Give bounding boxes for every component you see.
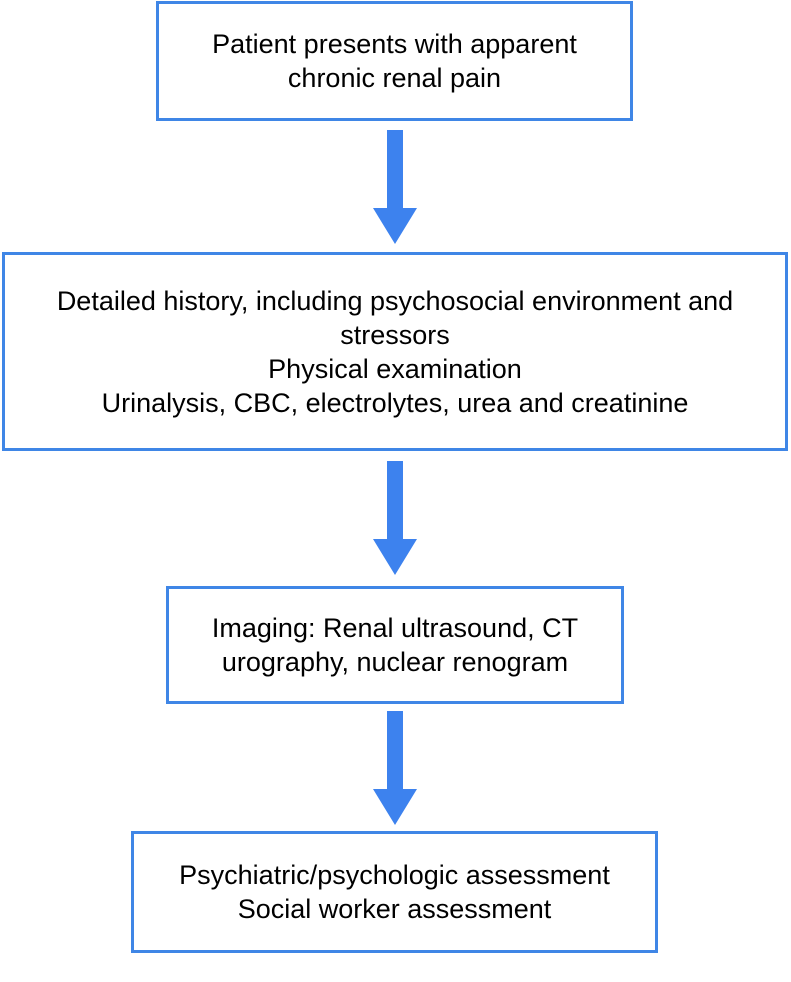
down-arrow-icon — [371, 461, 419, 575]
step-imaging-line-2: urography, nuclear renogram — [221, 647, 569, 677]
step-patient-presentation-box: Patient presents with apparent chronic r… — [156, 1, 633, 121]
step-patient-presentation-line-2: chronic renal pain — [287, 63, 502, 93]
step-imaging-box: Imaging: Renal ultrasound, CT urography,… — [166, 586, 624, 704]
step-imaging-line-1: Imaging: Renal ultrasound, CT — [211, 613, 579, 643]
step-history-line-3: Physical examination — [268, 353, 522, 384]
step-assessment-box: Psychiatric/psychologic assessment Socia… — [131, 831, 658, 953]
step-assessment-line-1: Psychiatric/psychologic assessment — [179, 860, 610, 890]
step-history-line-1: Detailed history, including psychosocial… — [56, 285, 734, 316]
step-assessment-line-2: Social worker assessment — [237, 894, 552, 924]
step-history-line-4: Urinalysis, CBC, electrolytes, urea and … — [101, 387, 689, 418]
down-arrow-icon — [371, 130, 419, 244]
step-history-line-2: stressors — [340, 319, 450, 350]
down-arrow-icon — [371, 711, 419, 825]
step-patient-presentation-line-1: Patient presents with apparent — [212, 29, 577, 59]
step-history-exam-labs-box: Detailed history, including psychosocial… — [2, 252, 788, 451]
